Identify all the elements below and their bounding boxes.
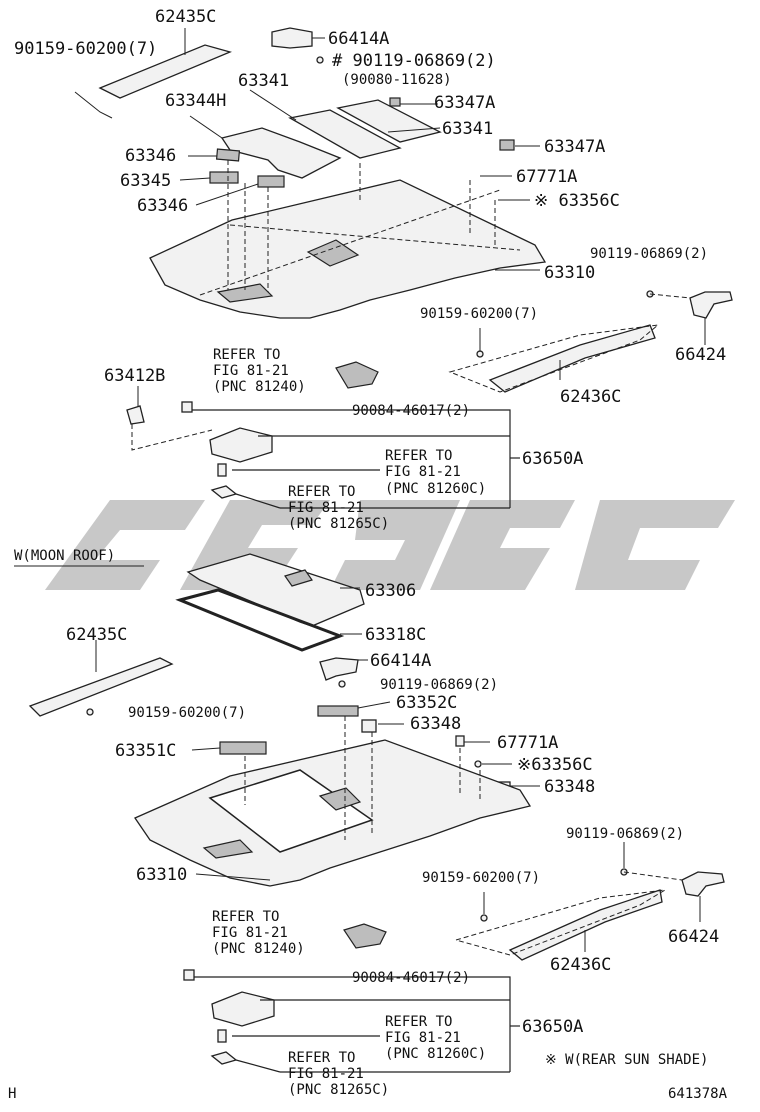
part-map-lamp-bottom xyxy=(183,923,520,1073)
label-63344H: 63344H xyxy=(165,91,226,111)
label-67771A-bottom: 67771A xyxy=(497,733,558,753)
refer-2-line-2: FIG 81-21 xyxy=(385,464,461,480)
label-62435C-top: 62435C xyxy=(155,7,216,27)
refer-5-line-3: (PNC 81260C) xyxy=(385,1046,486,1062)
label-63318C: 63318C xyxy=(365,625,426,645)
notes: W(MOON ROOF) ※ W(REAR SUN SHADE) H 64137… xyxy=(8,548,728,1102)
label-63348-a: 63348 xyxy=(410,714,461,734)
rear-sun-shade-note: ※ W(REAR SUN SHADE) xyxy=(545,1052,708,1068)
label-62436C-top: 62436C xyxy=(560,387,621,407)
part-62435C-bottom xyxy=(28,640,174,717)
part-63306-frame xyxy=(186,553,365,627)
refer-2-line-3: (PNC 81260C) xyxy=(385,481,486,497)
label-63348-b: 63348 xyxy=(544,777,595,797)
part-map-lamp-top xyxy=(181,361,520,509)
label-90084-top: 90084-46017(2) xyxy=(352,403,470,419)
label-63346-a: 63346 xyxy=(125,146,176,166)
part-66424-top xyxy=(646,290,733,345)
label-63341-a: 63341 xyxy=(238,71,289,91)
label-62435C-bottom: 62435C xyxy=(66,625,127,645)
label-63310-top: 63310 xyxy=(544,263,595,283)
label-63356C-top: ※ 63356C xyxy=(534,191,620,211)
label-63306: 63306 xyxy=(365,581,416,601)
label-63345: 63345 xyxy=(120,171,171,191)
label-90159-mid: 90159-60200(7) xyxy=(420,306,538,322)
refer-2-line-1: REFER TO xyxy=(385,448,452,464)
label-90119-bottom: 90119-06869(2) xyxy=(380,677,498,693)
refer-3-line-2: FIG 81-21 xyxy=(288,500,364,516)
part-63310-headliner-bottom xyxy=(134,716,532,887)
label-90159-bottom2: 90159-60200(7) xyxy=(422,870,540,886)
label-66414A-bottom: 66414A xyxy=(370,651,431,671)
label-63347A-a: 63347A xyxy=(434,93,495,113)
label-63356C-bottom: ※63356C xyxy=(517,755,593,775)
refer-1-line-1: REFER TO xyxy=(213,347,280,363)
refer-4-line-3: (PNC 81240) xyxy=(212,941,305,957)
leader-lines-top xyxy=(179,89,540,292)
part-62436C-top xyxy=(448,324,660,393)
refer-3-line-1: REFER TO xyxy=(288,484,355,500)
label-90084-bottom: 90084-46017(2) xyxy=(352,970,470,986)
part-63310-headliner-top xyxy=(149,179,547,319)
label-62436C-bottom: 62436C xyxy=(550,955,611,975)
label-63346-b: 63346 xyxy=(137,196,188,216)
moon-roof-note: W(MOON ROOF) xyxy=(14,548,115,564)
part-66424-bottom xyxy=(620,842,725,922)
refer-1-line-2: FIG 81-21 xyxy=(213,363,289,379)
label-90119-r1: 90119-06869(2) xyxy=(590,246,708,262)
refer-1-line-3: (PNC 81240) xyxy=(213,379,306,395)
label-90119-top: # 90119-06869(2) xyxy=(332,51,496,71)
label-63351C: 63351C xyxy=(115,741,176,761)
part-63412B xyxy=(126,386,213,451)
label-63341-b: 63341 xyxy=(442,119,493,139)
label-90159-top: 90159-60200(7) xyxy=(14,39,157,59)
label-67771A-top: 67771A xyxy=(516,167,577,187)
label-63310-bottom: 63310 xyxy=(136,865,187,885)
label-90159-bottom: 90159-60200(7) xyxy=(128,705,246,721)
drawing-number: 641378A xyxy=(668,1086,728,1102)
label-63650A-top: 63650A xyxy=(522,449,583,469)
refer-5-line-2: FIG 81-21 xyxy=(385,1030,461,1046)
watermark-logo xyxy=(45,500,735,590)
part-62436C-bottom xyxy=(454,889,666,961)
refer-3-line-3: (PNC 81265C) xyxy=(288,516,389,532)
refer-5-line-1: REFER TO xyxy=(385,1014,452,1030)
label-66414A-top: 66414A xyxy=(328,29,389,49)
label-90080: (90080-11628) xyxy=(342,72,452,88)
part-63341-pads xyxy=(220,99,442,179)
label-90119-r2: 90119-06869(2) xyxy=(566,826,684,842)
label-63412B: 63412B xyxy=(104,366,165,386)
part-62435C-top xyxy=(74,28,232,119)
label-66424-bottom: 66424 xyxy=(668,927,719,947)
refer-notes: REFER TO FIG 81-21 (PNC 81240) REFER TO … xyxy=(212,347,486,1098)
corner-mark: H xyxy=(8,1086,16,1102)
part-63318C-seal xyxy=(175,588,362,652)
label-63650A-bottom: 63650A xyxy=(522,1017,583,1037)
refer-4-line-1: REFER TO xyxy=(212,909,279,925)
part-66414A-top xyxy=(271,27,325,64)
refer-6-line-2: FIG 81-21 xyxy=(288,1066,364,1082)
refer-6-line-3: (PNC 81265C) xyxy=(288,1082,389,1098)
label-63352C: 63352C xyxy=(396,693,457,713)
label-66424-top: 66424 xyxy=(675,345,726,365)
refer-6-line-1: REFER TO xyxy=(288,1050,355,1066)
part-labels: 62435C 90159-60200(7) 66414A # 90119-068… xyxy=(14,7,726,1037)
label-63347A-b: 63347A xyxy=(544,137,605,157)
part-66414A-bottom xyxy=(319,657,368,688)
part-small-blocks xyxy=(209,97,515,188)
refer-4-line-2: FIG 81-21 xyxy=(212,925,288,941)
